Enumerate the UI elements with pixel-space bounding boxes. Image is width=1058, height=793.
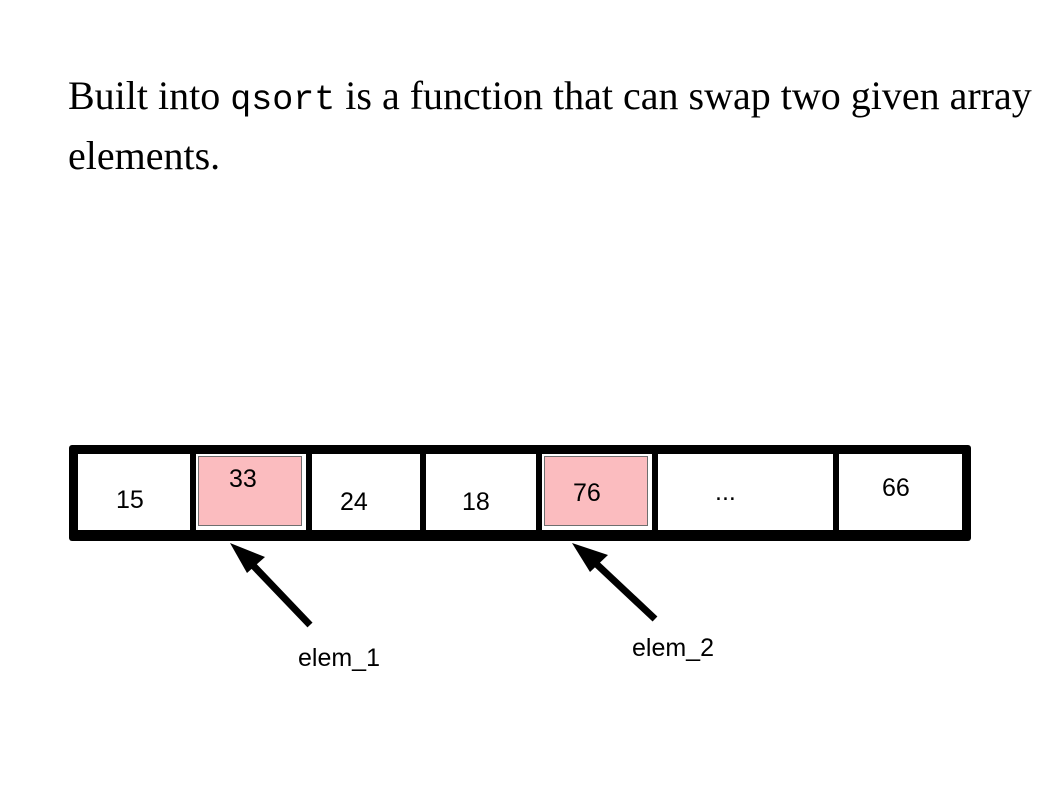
array-cell-3: 18: [426, 454, 536, 530]
caption-text-before: Built into: [68, 73, 231, 118]
array-cell-4: 76: [542, 454, 652, 530]
array-cell-1: 33: [196, 454, 306, 530]
pointer-label-elem-1: elem_1: [298, 644, 380, 672]
arrow-elem-2: [572, 543, 658, 622]
array-cell-5: ...: [658, 454, 833, 530]
caption-code-qsort: qsort: [230, 80, 336, 120]
array-cell-2: 24: [312, 454, 420, 530]
array-cell-1-value: 33: [229, 465, 257, 493]
array-cell-4-highlight: 76: [544, 456, 648, 526]
array-frame: 15 33 24 18 76 ... 66: [69, 445, 971, 541]
arrow-elem-1: [230, 543, 313, 628]
array-cell-6-value: 66: [882, 474, 910, 502]
caption-text-after: is a function that can swap two given ar…: [68, 73, 1032, 178]
pointer-label-elem-2: elem_2: [632, 634, 714, 662]
array-cell-0: 15: [78, 454, 190, 530]
array-cell-5-value: ...: [715, 478, 736, 506]
array-cell-4-value: 76: [573, 479, 601, 507]
array-cell-6: 66: [839, 454, 962, 530]
array-cell-1-highlight: 33: [198, 456, 302, 526]
array-cell-3-value: 18: [462, 488, 490, 516]
array-cell-0-value: 15: [116, 486, 144, 514]
slide-caption: Built into qsort is a function that can …: [68, 68, 1038, 184]
array-cell-2-value: 24: [340, 488, 368, 516]
